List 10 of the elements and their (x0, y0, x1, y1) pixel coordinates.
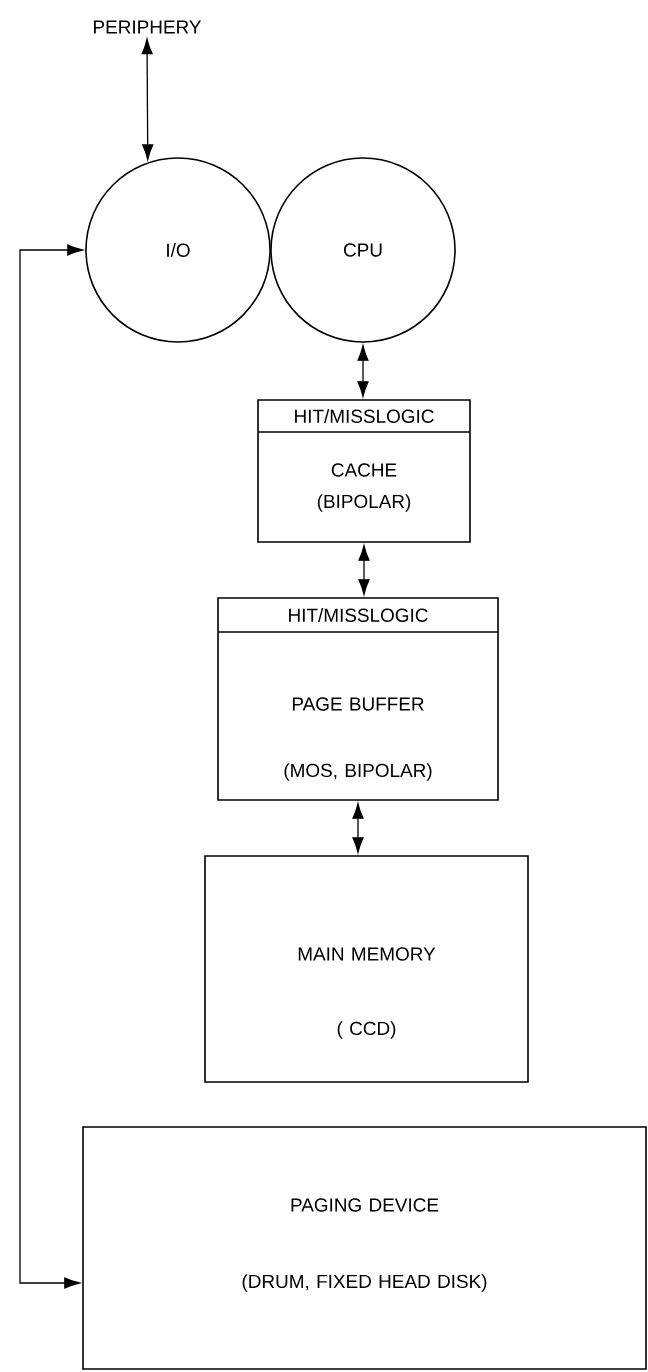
label-text: PERIPHERY (94, 20, 202, 34)
arrow (141, 38, 154, 160)
arrow (357, 345, 369, 397)
memory-box: MAIN MEMORY ( CCD) (204, 855, 529, 1083)
arrow (19, 244, 83, 1289)
arrow (358, 545, 370, 595)
memory-box: HIT/MISSLOGIC CACHE (BIPOLAR) (257, 399, 471, 543)
memory-box: PAGING DEVICE (DRUM, FIXED HEAD DISK) (82, 1126, 647, 1370)
arrow (352, 803, 364, 853)
memory-box: HIT/MISSLOGIC PAGE BUFFER (MOS, BIPOLAR) (217, 597, 499, 801)
